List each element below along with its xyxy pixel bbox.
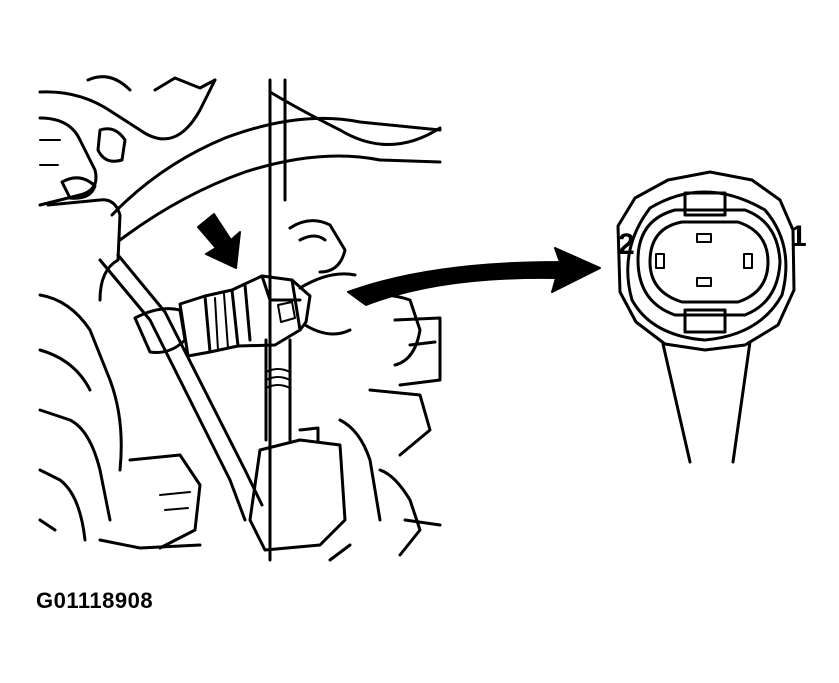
callout-arrow-icon <box>347 247 601 306</box>
pointer-arrow-icon <box>197 213 241 269</box>
engine-bay-illustration <box>38 75 442 562</box>
pin-1-label: 1 <box>790 220 807 253</box>
connector-face-view: 2 1 <box>616 170 807 464</box>
pin-2-label: 2 <box>618 228 635 261</box>
figure-id-code: G01118908 <box>36 588 154 613</box>
